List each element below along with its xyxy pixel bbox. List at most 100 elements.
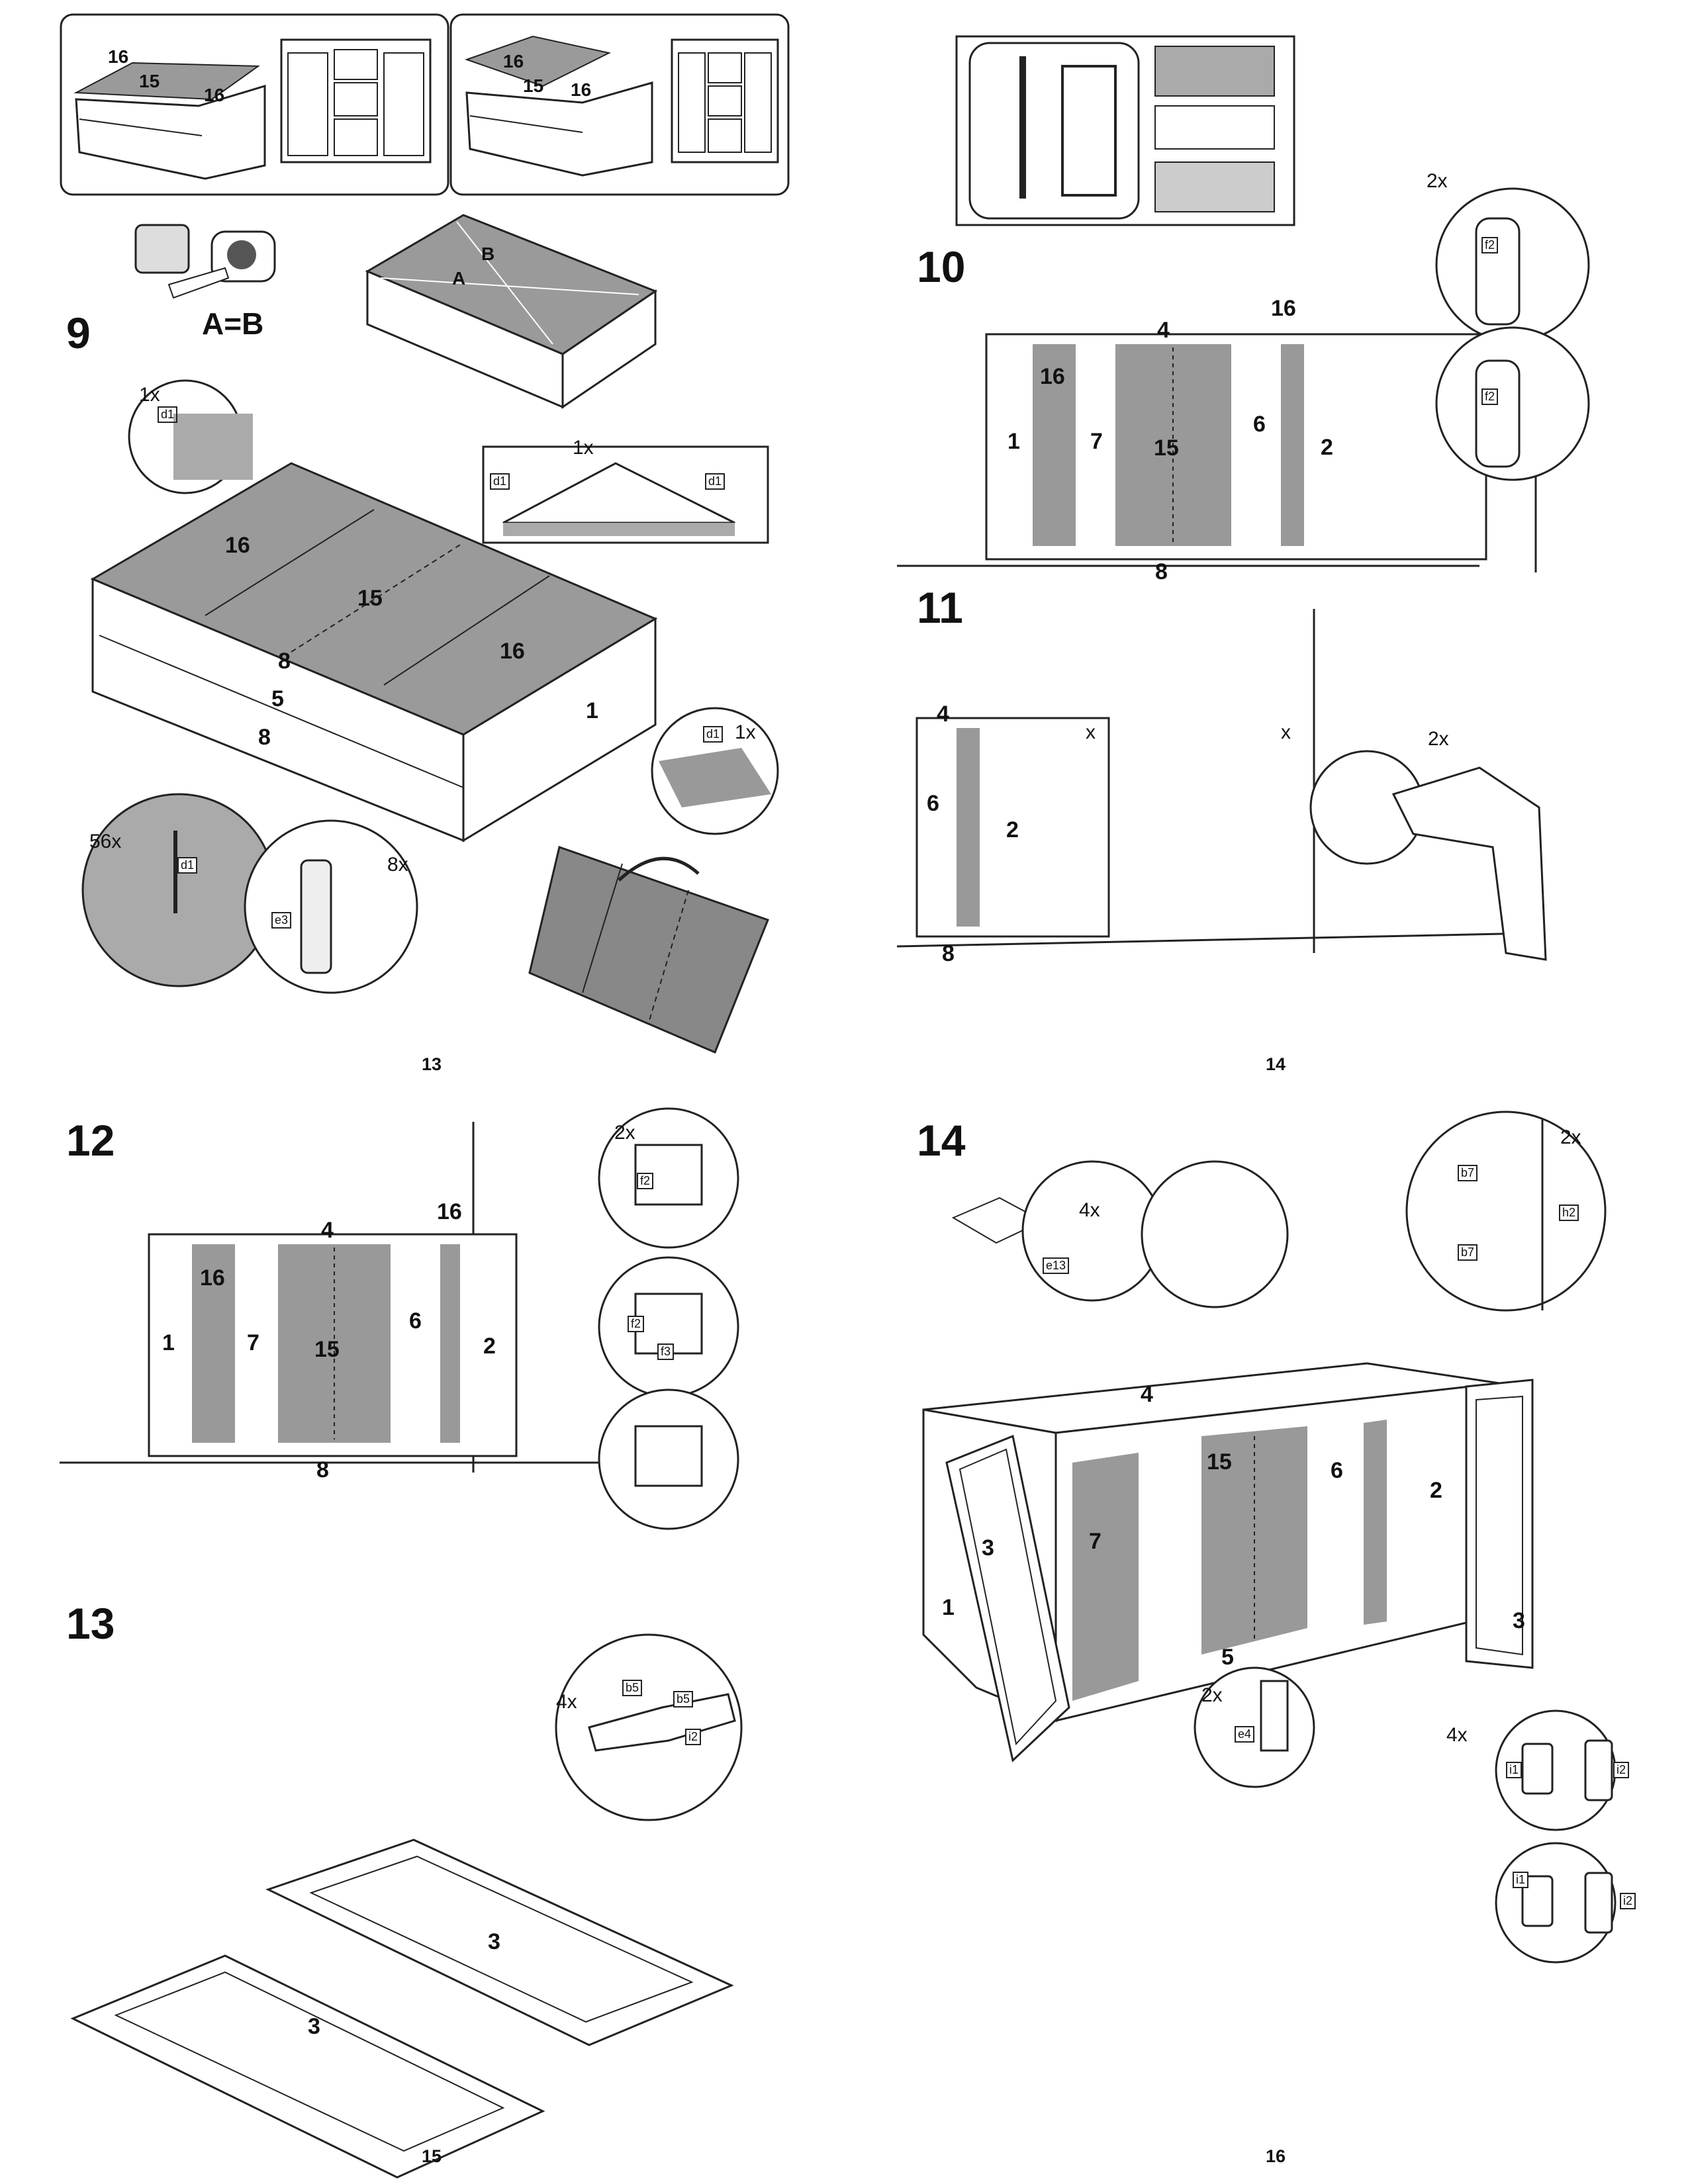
part-label-7: 7 [247, 1330, 259, 1355]
hardware-tag-d1: d1 [490, 473, 510, 490]
part-label-2: 2 [483, 1334, 496, 1359]
part-label-8: 8 [278, 649, 291, 674]
part-label-6: 6 [927, 791, 939, 816]
part-label-7: 7 [1090, 429, 1103, 454]
step-number: 14 [917, 1116, 966, 1165]
hardware-tag-i2: i2 [1613, 1762, 1630, 1778]
page-14: 10 2x f2 f2 4 16 16 1 7 15 6 2 8 11 4 x … [844, 0, 1688, 1092]
step-9-illustration [60, 13, 790, 1054]
part-label-16: 16 [225, 533, 250, 558]
hardware-tag-d1: d1 [177, 857, 198, 874]
step-number: 11 [917, 583, 963, 632]
part-label-16: 16 [200, 1265, 225, 1291]
step-12-13-illustration [60, 1107, 743, 2179]
hardware-tag-e4: e4 [1235, 1726, 1255, 1743]
part-label-6: 6 [1331, 1458, 1343, 1483]
part-label-3: 3 [308, 2014, 320, 2039]
part-label-2: 2 [1321, 435, 1333, 460]
step-10-11-illustration [896, 35, 1590, 961]
part-label-2: 2 [1430, 1478, 1442, 1503]
part-label-4: 4 [937, 702, 949, 727]
part-label-15: 15 [139, 71, 160, 91]
part-label-1: 1 [162, 1330, 175, 1355]
quantity-label: 56x [89, 831, 122, 852]
quantity-label: 1x [139, 384, 160, 406]
part-label-16: 16 [437, 1199, 462, 1224]
diagonal-label-b: B [481, 244, 495, 264]
part-label-8: 8 [316, 1457, 329, 1482]
hardware-tag-b7: b7 [1458, 1165, 1478, 1181]
hardware-tag-e13: e13 [1043, 1257, 1070, 1274]
step-number: 13 [66, 1599, 115, 1648]
quantity-label: 2x [614, 1122, 635, 1144]
part-label-16: 16 [204, 85, 225, 105]
part-label-15: 15 [523, 75, 544, 96]
hardware-tag-b5: b5 [622, 1680, 643, 1696]
hardware-tag-b7: b7 [1458, 1244, 1478, 1261]
page-16: 14 4x e13 2x b7 b7 h2 4 15 6 2 3 7 1 5 3… [844, 1092, 1688, 2184]
step-number: 9 [66, 308, 91, 357]
hardware-tag-i1: i1 [1513, 1872, 1529, 1888]
diagonal-label-a: A [452, 268, 466, 289]
hardware-tag-e3: e3 [271, 912, 292, 929]
hardware-tag-i2: i2 [1620, 1893, 1636, 1909]
page-15: 12 4 16 16 1 7 15 6 2 8 2x f2 f2 f3 13 4… [0, 1092, 844, 2184]
part-label-16: 16 [571, 79, 592, 100]
part-label-15: 15 [1154, 435, 1179, 461]
page-number: 15 [422, 2146, 442, 2166]
page-number: 16 [1266, 2146, 1286, 2166]
part-label-16: 16 [108, 46, 129, 67]
step-number: 12 [66, 1116, 115, 1165]
quantity-label: 2x [1427, 170, 1448, 192]
part-label-16: 16 [500, 639, 525, 664]
quantity-label: 2x [1560, 1126, 1581, 1148]
part-label-15: 15 [1207, 1449, 1232, 1475]
quantity-label: 2x [1201, 1684, 1223, 1706]
part-label-3: 3 [982, 1535, 994, 1561]
hardware-tag-f2: f2 [1481, 237, 1499, 253]
part-label-5: 5 [1221, 1645, 1234, 1670]
part-label-4: 4 [1157, 318, 1170, 343]
page-number: 13 [422, 1054, 442, 1074]
part-label-5: 5 [271, 686, 284, 711]
part-label-16: 16 [1040, 364, 1065, 389]
drill-mark: x [1281, 721, 1291, 743]
quantity-label: 1x [735, 721, 756, 743]
quantity-label: 4x [1446, 1724, 1468, 1746]
hardware-tag-d1: d1 [158, 406, 178, 423]
quantity-label: 4x [556, 1691, 577, 1713]
page-number: 14 [1266, 1054, 1286, 1074]
part-label-8: 8 [942, 941, 955, 966]
part-label-7: 7 [1089, 1529, 1102, 1554]
quantity-label: 2x [1428, 728, 1449, 750]
page-13: 16 15 16 16 15 16 9 A=B B A 1x d1 1x d1 … [0, 0, 844, 1092]
step-14-illustration [922, 1111, 1617, 1964]
part-label-6: 6 [409, 1308, 422, 1334]
quantity-label: 4x [1079, 1199, 1100, 1221]
part-label-1: 1 [1008, 429, 1020, 454]
part-label-8: 8 [1155, 559, 1168, 584]
quantity-label: 1x [573, 437, 594, 459]
part-label-6: 6 [1253, 412, 1266, 437]
part-label-15: 15 [314, 1337, 340, 1362]
hardware-tag-b5: b5 [673, 1691, 694, 1707]
part-label-3: 3 [488, 1929, 500, 1954]
drill-mark: x [1086, 721, 1096, 743]
part-label-4: 4 [321, 1218, 334, 1243]
part-label-16: 16 [1271, 296, 1296, 321]
hardware-tag-d1: d1 [705, 473, 726, 490]
part-label-15: 15 [357, 586, 383, 611]
hardware-tag-f2: f2 [1481, 388, 1499, 405]
hardware-tag-i2: i2 [685, 1729, 702, 1745]
part-label-1: 1 [586, 698, 598, 723]
part-label-1: 1 [942, 1595, 955, 1620]
hardware-tag-f3: f3 [657, 1343, 675, 1360]
hardware-tag-d1: d1 [703, 726, 724, 743]
measure-caption: A=B [202, 306, 264, 341]
hardware-tag-i1: i1 [1506, 1762, 1523, 1778]
step-number: 10 [917, 242, 966, 291]
part-label-8: 8 [258, 725, 271, 750]
hardware-tag-h2: h2 [1559, 1205, 1579, 1221]
hardware-tag-f2: f2 [637, 1173, 654, 1189]
hardware-tag-f2: f2 [628, 1316, 645, 1332]
